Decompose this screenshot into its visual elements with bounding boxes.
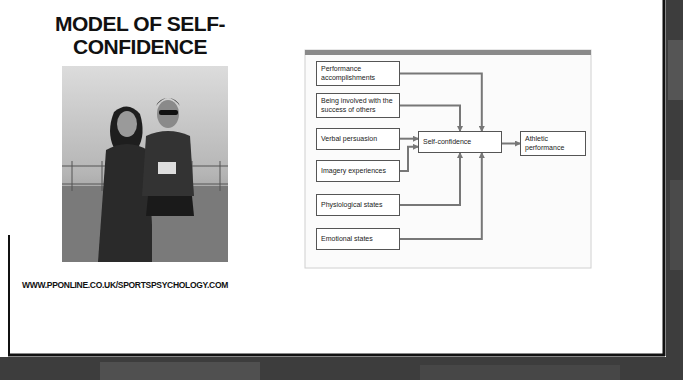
outcome-box: Athletic performance xyxy=(520,131,586,156)
text-wrap: Imagery experiences xyxy=(321,167,386,176)
text-wrap: Physiological states xyxy=(321,201,382,210)
frame-line xyxy=(8,354,665,357)
connector-arrow xyxy=(400,153,460,205)
box-label: Athletic performance xyxy=(525,135,581,152)
source-box: Performance accomplishments xyxy=(316,61,400,86)
photo-sky xyxy=(62,66,228,262)
diagram-panel xyxy=(305,50,591,268)
texture-patch xyxy=(420,365,620,380)
connector-arrow xyxy=(400,106,460,132)
texture-patch xyxy=(668,40,683,100)
text-wrap: Emotional states xyxy=(321,235,373,244)
text-wrap: Athletic performance xyxy=(525,135,581,152)
source-box: Verbal persuasion xyxy=(316,128,400,150)
connector-arrow xyxy=(400,147,418,171)
frame-line xyxy=(663,0,666,356)
box-label: Verbal persuasion xyxy=(321,135,377,144)
box-label: Being involved with the success of other… xyxy=(321,97,395,114)
slide-panel xyxy=(0,0,666,357)
photo-man xyxy=(142,98,194,262)
box-label: Self-confidence xyxy=(423,138,471,147)
source-caption: WWW.PPONLINE.CO.UK/SPORTSPSYCHOLOGY.COM xyxy=(22,280,228,290)
connector-arrow xyxy=(400,138,418,140)
source-box: Imagery experiences xyxy=(316,160,400,182)
texture-patch xyxy=(100,362,260,380)
source-box: Physiological states xyxy=(316,194,400,216)
connector-arrow xyxy=(400,74,482,132)
text-wrap: Verbal persuasion xyxy=(321,135,377,144)
texture-patch xyxy=(670,180,683,270)
box-label: Performance accomplishments xyxy=(321,65,395,82)
text-wrap: Performance accomplishments xyxy=(321,65,395,82)
diagram-top-bar xyxy=(305,50,591,55)
frame-line xyxy=(8,235,10,356)
text-wrap: Being involved with the success of other… xyxy=(321,97,395,114)
source-box: Emotional states xyxy=(316,228,400,250)
box-label: Physiological states xyxy=(321,201,382,210)
central-box: Self-confidence xyxy=(418,131,502,153)
connector-arrow xyxy=(400,153,482,239)
connector-arrow xyxy=(502,143,520,145)
text-wrap: Self-confidence xyxy=(423,138,471,147)
source-box: Being involved with the success of other… xyxy=(316,93,400,118)
box-label: Imagery experiences xyxy=(321,167,386,176)
athlete-photo xyxy=(62,66,228,262)
box-label: Emotional states xyxy=(321,235,373,244)
slide-title: MODEL OF SELF- CONFIDENCE xyxy=(40,12,240,58)
